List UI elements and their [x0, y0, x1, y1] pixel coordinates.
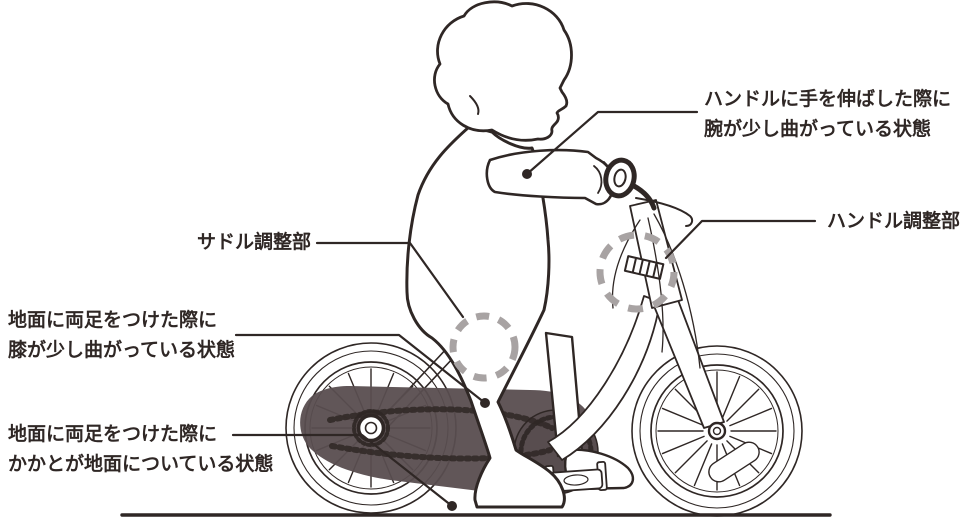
- handlebar: [603, 157, 701, 369]
- callout-handle-adjuster-text: ハンドル調整部: [827, 211, 960, 232]
- frame: [547, 199, 727, 461]
- leader-heel: [231, 433, 454, 508]
- callout-saddle-adjuster-text: サドル調整部: [197, 232, 312, 253]
- leader-knee: [234, 333, 487, 405]
- down-tube: [547, 295, 661, 461]
- hair-ear-line: [469, 95, 480, 115]
- brake-cable-front: [653, 213, 701, 369]
- callout-heel-posture-line2: かかとが地面についている状態: [8, 454, 274, 475]
- wheel-reflector: [708, 441, 760, 483]
- leader-arm: [525, 110, 699, 176]
- grip-end-cap: [603, 157, 637, 199]
- child-head: [433, 0, 573, 142]
- leader-saddle-adjuster: [315, 241, 465, 319]
- callout-arm-posture-line2: 腕が少し曲がっている状態: [704, 119, 932, 140]
- chain-upper: [327, 406, 555, 431]
- callout-arm-posture: ハンドルに手を伸ばした際に 腕が少し曲がっている状態: [704, 85, 951, 145]
- callout-heel-posture: 地面に両足をつけた際に かかとが地面についている状態: [8, 420, 273, 480]
- front-hub: [707, 421, 727, 441]
- saddle-adjust-highlight-circle: [449, 312, 519, 382]
- brake-lever: [635, 197, 694, 227]
- leader-lines: [231, 110, 817, 511]
- child-arm: [485, 148, 615, 206]
- leader-heel-dot: [447, 501, 457, 511]
- leader-knee-dot: [480, 398, 490, 408]
- chain-lower: [329, 443, 553, 462]
- callout-knee-posture-line2: 膝が少し曲がっている状態: [8, 340, 236, 361]
- brake-cable-rear: [647, 217, 664, 353]
- callout-handle-adjuster: ハンドル調整部: [827, 207, 960, 237]
- callout-knee-posture: 地面に両足をつけた際に 膝が少し曲がっている状態: [8, 306, 235, 366]
- callout-heel-posture-line1: 地面に両足をつけた際に: [8, 424, 218, 445]
- leader-arm-dot: [522, 169, 532, 179]
- leader-handle-adjuster: [664, 219, 817, 260]
- callout-knee-posture-line1: 地面に両足をつけた際に: [8, 310, 218, 331]
- handle-adjust-highlight-circle: [596, 231, 678, 313]
- callout-arm-posture-line1: ハンドルに手を伸ばした際に: [704, 89, 952, 110]
- callout-saddle-adjuster: サドル調整部: [197, 228, 311, 258]
- handle-adjust-collar: [623, 255, 665, 280]
